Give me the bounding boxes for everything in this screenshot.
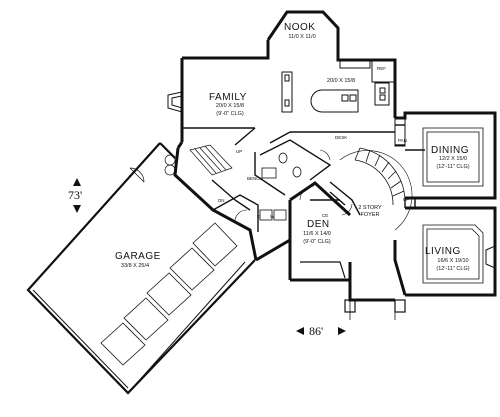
den-label: DEN [307, 219, 330, 230]
garage-size: 33/8 X 25/4 [120, 263, 150, 269]
den-ceiling: (9'-0" CLG) [303, 239, 331, 245]
ceiling-outlines [422, 127, 484, 284]
ce-label: CE [322, 213, 329, 218]
washer-label: W [270, 214, 275, 219]
living-ceiling: (12'-11" CLG) [436, 266, 470, 272]
den-front [300, 261, 406, 320]
curved-stair [339, 147, 413, 231]
foyer-line2: FOYER [360, 212, 380, 218]
dining-ceiling: (12'-11" CLG) [436, 164, 470, 170]
nook-label: NOOK [284, 22, 316, 33]
overall-depth: 73' [68, 188, 83, 202]
family-label: FAMILY [209, 92, 247, 103]
dryer-label: D [257, 214, 261, 219]
ref-label: REF [377, 66, 386, 71]
up-label-utility: UP [236, 149, 243, 154]
bench-label: BENCH [247, 176, 263, 181]
dn-label: DN [218, 198, 225, 203]
living-label: LIVING [425, 246, 461, 257]
foyer-line1: 2 STORY [358, 205, 382, 211]
garage-walls [26, 142, 256, 395]
dining-size: 12/2 X 15/0 [438, 156, 468, 162]
pan-label: PAN [398, 138, 407, 143]
desk-label: DESK [335, 135, 348, 140]
den-size: 11/6 X 14/0 [303, 231, 331, 237]
dining-label: DINING [431, 145, 469, 156]
kitchen-fixtures [281, 59, 406, 147]
powder-fixtures [259, 152, 302, 221]
overall-width: 86' [309, 324, 324, 338]
living-size: 16/6 X 19/10 [437, 258, 469, 264]
nook-size: 11/0 X 11/0 [288, 34, 316, 40]
garage-label: GARAGE [115, 251, 161, 262]
interior-walls [182, 124, 425, 232]
up-label-foyer: UP [403, 197, 410, 202]
door-swings [234, 149, 353, 221]
family-size: 20/0 X 15/8 [215, 103, 245, 109]
kitchen-size: 20/0 X 15/8 [326, 78, 356, 84]
dimension-arrows [73, 178, 346, 335]
straight-stair [164, 144, 233, 176]
family-ceiling: (9'-0" CLG) [216, 111, 244, 117]
fireplaces [167, 91, 496, 269]
